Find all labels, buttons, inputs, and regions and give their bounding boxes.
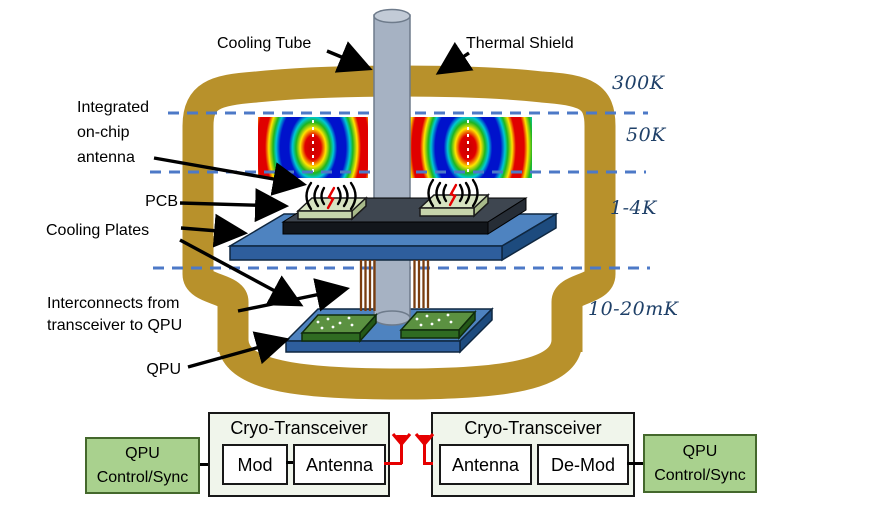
horn-antenna-icon-rx bbox=[414, 432, 435, 446]
transceiver-chip-right bbox=[418, 193, 490, 218]
cooling-tube-lower bbox=[373, 249, 411, 326]
cryo-transceiver-rx-title: Cryo-Transceiver bbox=[464, 418, 602, 438]
interconnect-wires bbox=[359, 260, 430, 311]
on-chip-antenna-icon bbox=[326, 183, 458, 210]
de-mod-box: De-Mod bbox=[537, 444, 629, 485]
temperature-10-20mk: 10-20mK bbox=[588, 298, 679, 320]
antenna-box-tx: Antenna bbox=[293, 444, 386, 485]
cooling-plates-arrow-upper bbox=[180, 213, 249, 248]
em-field-panel-left bbox=[258, 117, 368, 178]
interconnects-arrow bbox=[237, 278, 350, 313]
shield-bottom-wall bbox=[217, 324, 583, 400]
connector-left-control-to-tx bbox=[200, 463, 208, 466]
pcb-label: PCB bbox=[145, 193, 178, 210]
cooling-tube-arrow bbox=[326, 41, 373, 73]
antenna-box-rx: Antenna bbox=[439, 444, 532, 485]
qpu-control-sync-right: QPU Control/Sync bbox=[643, 434, 757, 493]
em-field-panel-right bbox=[410, 117, 532, 178]
connector-mod-to-antenna bbox=[286, 461, 293, 464]
cooling-plates-arrow-lower bbox=[179, 238, 304, 307]
cooling-tube-label: Cooling Tube bbox=[217, 35, 312, 52]
temperature-1-4k: 1-4K bbox=[610, 197, 657, 219]
cryo-transceiver-rx: Cryo-Transceiver Antenna De-Mod bbox=[431, 412, 635, 497]
integrated-antenna-label: Integrated on-chip antenna bbox=[77, 99, 150, 166]
temperature-50k: 50K bbox=[626, 124, 666, 146]
horn-antenna-icon-tx bbox=[391, 432, 412, 446]
rf-feed-line-rx bbox=[423, 462, 433, 465]
qpu-label: QPU bbox=[146, 361, 181, 378]
qpu-arrow bbox=[187, 331, 290, 369]
qpu-control-sync-left: QPU Control/Sync bbox=[85, 437, 200, 494]
on-chip-antenna-arrow bbox=[153, 156, 308, 196]
interconnects-label: Interconnects from transceiver to QPU bbox=[47, 295, 183, 334]
temperature-300k: 300K bbox=[612, 72, 665, 94]
qpu-chip-right bbox=[399, 310, 477, 340]
thermal-shield-arrow bbox=[435, 41, 474, 75]
rf-stem-tx bbox=[400, 443, 403, 464]
cooling-tube bbox=[373, 8, 411, 206]
cooling-plates-label: Cooling Plates bbox=[46, 222, 150, 239]
connector-demod-to-right-control bbox=[627, 462, 643, 465]
rf-feed-line-tx bbox=[384, 462, 402, 465]
thermal-shield-label: Thermal Shield bbox=[466, 35, 574, 52]
pcb-arrow bbox=[179, 188, 290, 223]
label-arrows bbox=[153, 41, 474, 369]
cryo-transceiver-tx-title: Cryo-Transceiver bbox=[230, 418, 368, 438]
rf-stem-rx bbox=[423, 443, 426, 464]
radiation-waves-icon bbox=[305, 178, 479, 211]
cryo-transceiver-tx: Cryo-Transceiver Mod Antenna bbox=[208, 412, 390, 497]
mod-box: Mod bbox=[222, 444, 288, 485]
qpu-chip-left bbox=[300, 313, 378, 343]
